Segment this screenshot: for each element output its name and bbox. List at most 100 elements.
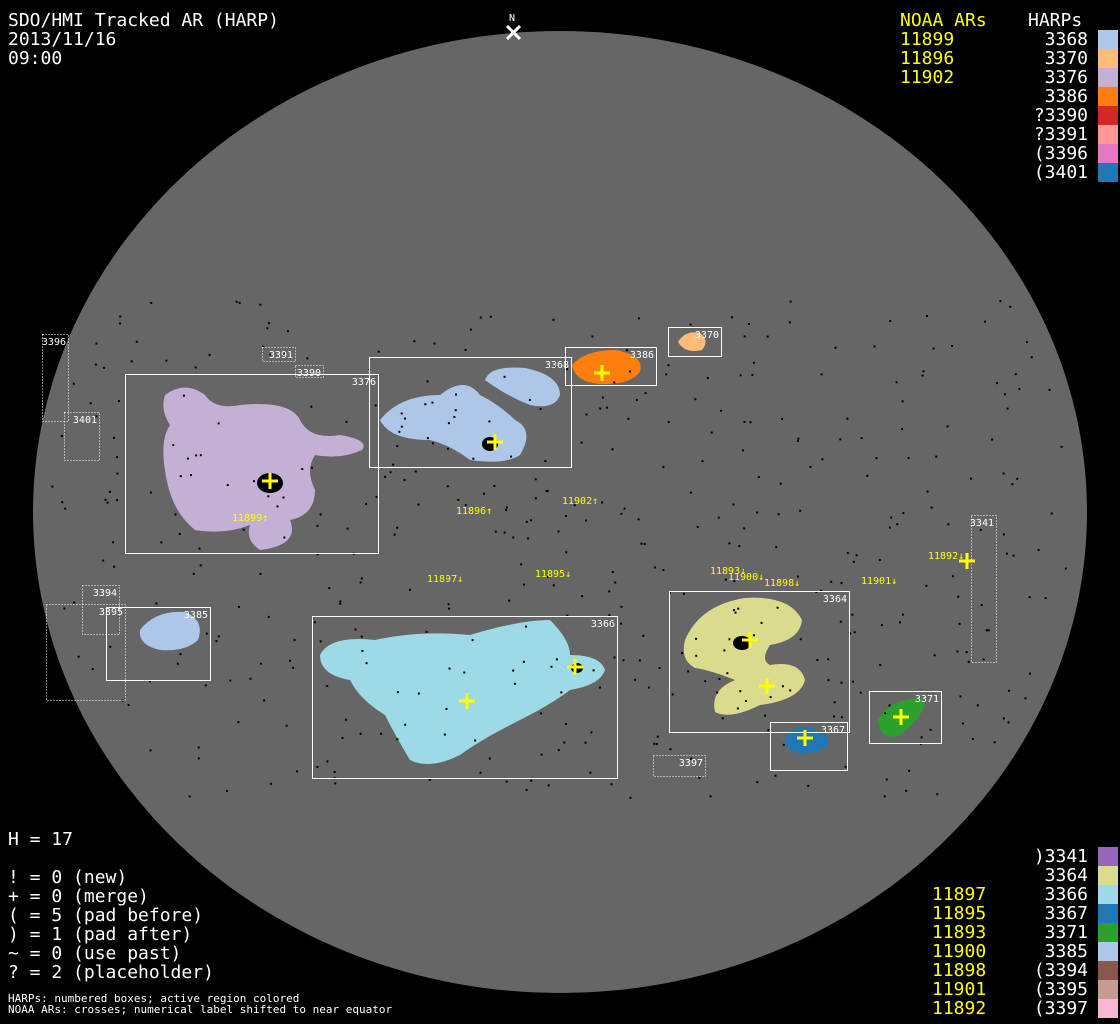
magnetic-speck [689,491,692,494]
magnetic-speck [739,374,742,377]
magnetic-speck [326,685,329,688]
magnetic-speck [653,566,656,569]
harp-color-swatch [1098,125,1118,144]
magnetic-speck [546,575,549,578]
noaa-cross-icon [893,709,909,725]
magnetic-speck [601,396,604,399]
magnetic-speck [840,681,843,684]
magnetic-speck [701,460,704,463]
harp-box[interactable] [869,691,942,744]
sunspot [733,636,751,650]
magnetic-speck [884,712,887,715]
magnetic-speck [463,671,466,674]
magnetic-speck [853,631,856,634]
magnetic-speck [262,345,265,348]
magnetic-speck [345,718,348,721]
harp-box[interactable] [106,607,211,681]
magnetic-speck [528,398,531,401]
magnetic-speck [217,422,220,425]
magnetic-speck [629,370,632,373]
magnetic-speck [259,303,262,306]
harp-number: 3385 [1044,941,1088,962]
magnetic-speck [671,693,674,696]
magnetic-speck [760,621,763,624]
magnetic-speck [179,653,182,656]
magnetic-speck [851,613,854,616]
magnetic-speck [51,485,54,488]
magnetic-speck [238,605,241,608]
north-marker-icon [505,24,522,41]
magnetic-speck [493,484,496,487]
magnetic-speck [292,666,295,669]
harp-box[interactable] [64,412,100,461]
harp-box[interactable] [770,722,848,771]
harp-box-label: 3371 [915,694,939,705]
harp-box[interactable] [46,604,126,701]
harp-box[interactable] [669,591,850,733]
magnetic-speck [779,482,782,485]
harp-box[interactable] [369,357,572,468]
noaa-ar-number: 11897 [932,884,987,905]
harp-box[interactable] [565,347,657,386]
magnetic-speck [165,359,168,362]
stats-line: ~ = 0 (use past) [8,943,182,964]
magnetic-speck [743,335,746,338]
magnetic-speck [361,649,364,652]
magnetic-speck [738,545,741,548]
magnetic-speck [846,551,849,554]
magnetic-speck [747,323,750,326]
magnetic-speck [339,600,342,603]
magnetic-speck [108,490,111,493]
magnetic-speck [530,779,533,782]
noaa-cross-icon [759,678,775,694]
magnetic-speck [821,458,824,461]
magnetic-speck [267,615,270,618]
magnetic-speck [656,735,659,738]
magnetic-speck [777,513,780,516]
magnetic-speck [503,375,506,378]
noaa-cross-icon [742,632,758,648]
harp-number: 3370 [1044,48,1088,69]
harp-box[interactable] [653,755,706,777]
magnetic-speck [958,622,961,625]
noaa-ar-number: 11896 [900,48,955,69]
harp-number: (3396 [1033,143,1088,164]
magnetic-speck [905,789,908,792]
magnetic-speck [365,662,368,665]
magnetic-speck [946,425,949,428]
noaa-ar-label: 11901↓ [861,576,897,587]
noaa-cross-icon [567,659,583,675]
magnetic-speck [269,782,272,785]
magnetic-speck [967,660,970,663]
magnetic-speck [680,652,683,655]
noaa-ar-label: 11898↓ [764,578,800,589]
harp-box[interactable] [971,515,997,663]
magnetic-speck [635,399,638,402]
magnetic-speck [345,420,348,423]
magnetic-speck [1028,596,1031,599]
harp-box[interactable] [42,334,69,422]
north-label: N [509,13,515,24]
magnetic-speck [766,335,769,338]
harp-box[interactable] [262,347,296,362]
harp-box[interactable] [125,374,379,554]
magnetic-speck [920,736,923,739]
magnetic-speck [839,438,842,441]
active-region-blob [572,350,641,385]
magnetic-speck [987,629,990,632]
harp-box[interactable] [295,365,324,378]
harp-color-swatch [1098,885,1118,904]
magnetic-speck [565,551,568,554]
magnetic-speck [855,554,858,557]
magnetic-speck [510,455,513,458]
harp-box[interactable] [82,585,120,635]
harp-box[interactable] [668,327,722,357]
harp-box[interactable] [312,616,618,779]
magnetic-speck [620,622,623,625]
magnetic-speck [505,780,508,783]
magnetic-speck [890,516,893,519]
magnetic-speck [396,444,399,447]
harp-color-swatch [1098,106,1118,125]
magnetic-speck [197,746,200,749]
harp-color-swatch [1098,866,1118,885]
